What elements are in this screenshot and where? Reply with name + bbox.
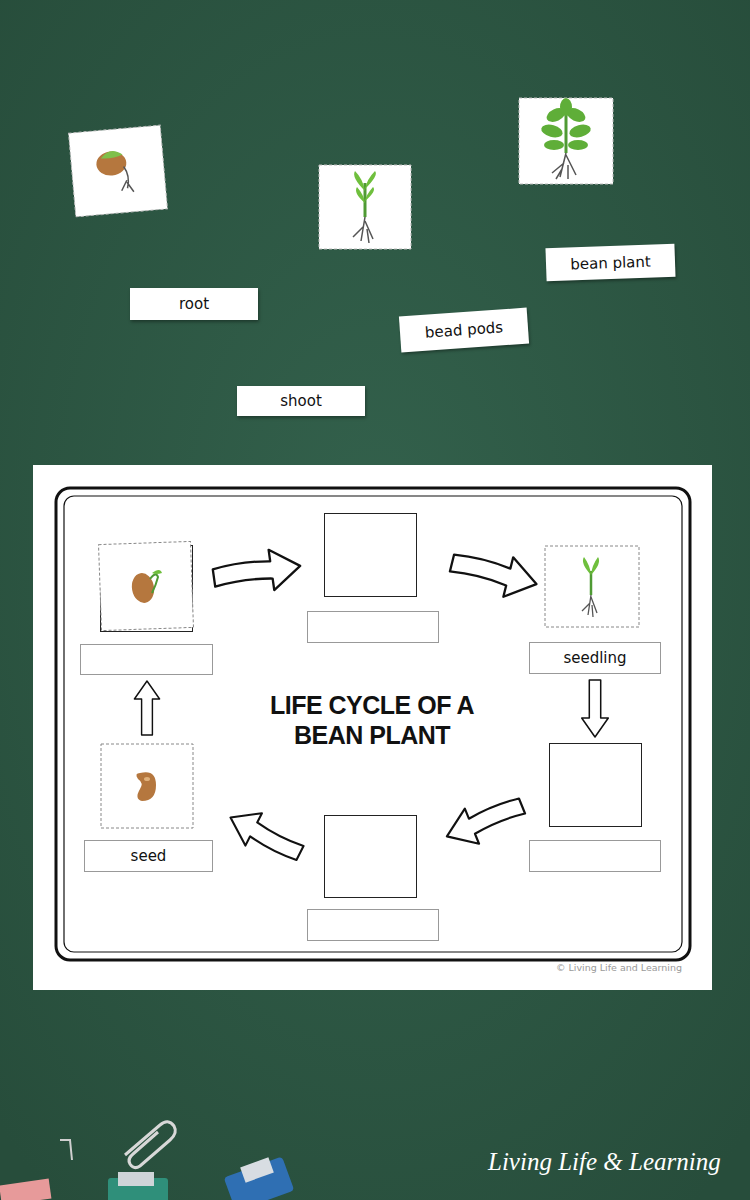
seed-card — [100, 743, 194, 829]
strip-text: bead pods — [424, 318, 503, 341]
seedling-card — [544, 545, 640, 628]
answer-box — [529, 840, 661, 872]
answer-box — [80, 644, 213, 675]
watermark: Living Life & Learning — [488, 1148, 721, 1176]
stage-label: seed — [84, 840, 213, 872]
strip-text: seedling — [563, 649, 626, 667]
strip-text: shoot — [280, 392, 322, 410]
stage-label: seedling — [529, 642, 661, 674]
copyright-note: © Living Life and Learning — [556, 962, 682, 973]
empty-picture-box — [324, 815, 417, 898]
picture-cards — [0, 0, 750, 460]
diagram-title: LIFE CYCLE OF A BEAN PLANT — [257, 690, 487, 750]
strip-text: bean plant — [570, 252, 651, 273]
empty-picture-box — [324, 513, 417, 597]
word-strip: shoot — [237, 386, 365, 416]
answer-box — [307, 611, 439, 643]
word-strip: bean plant — [545, 244, 675, 281]
strip-text: root — [179, 295, 209, 313]
answer-box — [307, 909, 439, 941]
sprout-card — [98, 541, 195, 632]
empty-picture-box — [549, 743, 642, 827]
strip-text: seed — [131, 847, 167, 865]
desk-items — [0, 1100, 320, 1200]
word-strip: root — [130, 288, 258, 320]
